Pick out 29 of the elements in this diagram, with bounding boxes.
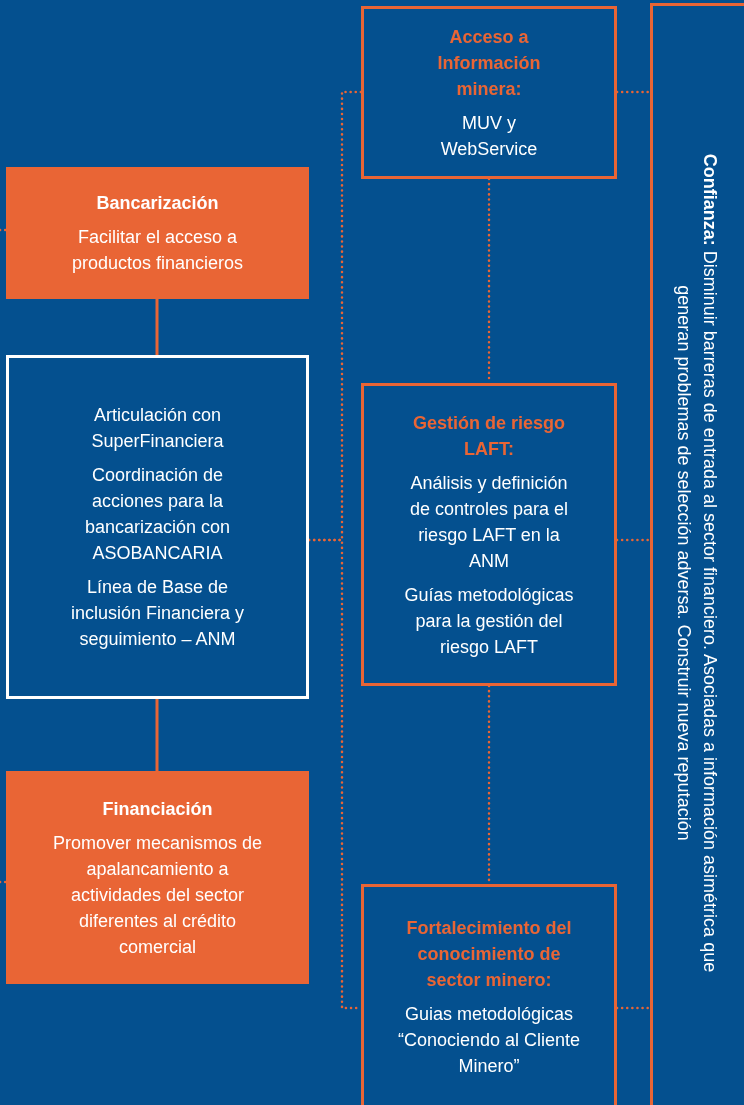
- box-heading: Gestión de riesgo LAFT:: [411, 411, 566, 461]
- box-text: Guias metodológicas “Conociendo al Cliente Minero”: [396, 1003, 582, 1078]
- panel-text: Confianza: Disminuir barreras de entrada al sector financiero. Asociadas a información asimétrica que generan problemas de selección adversa. Construir nueva reputación: [673, 152, 721, 975]
- box-text: Línea de Base de inclusión Financiera y seguimiento – ANM: [69, 576, 246, 651]
- box-text: Coordinación de acciones para la bancarización con ASOBANCARIA: [83, 464, 232, 565]
- dotted-connector: [0, 880, 8, 884]
- outlined-box: [6, 355, 309, 699]
- dotted-connector: [615, 90, 652, 94]
- box-text: Promover mecanismos de apalancamiento a actividades del sector diferentes al crédito comercial: [51, 831, 264, 959]
- box-text: Facilitar el acceso a productos financieros: [70, 226, 245, 275]
- box-text: Análisis y definición de controles para el riesgo LAFT en la ANM: [408, 471, 570, 573]
- filled-box: [6, 167, 309, 299]
- box-text: Guías metodológicas para la gestión del riesgo LAFT: [403, 583, 575, 659]
- box-text: MUV y WebService: [439, 111, 539, 161]
- box-heading: Bancarización: [96, 192, 219, 215]
- connector-line: [155, 299, 159, 355]
- box-heading: Fortalecimiento del conocimiento de sector minero:: [405, 917, 573, 992]
- side-panel: [650, 3, 744, 1105]
- outlined-box: [361, 6, 617, 179]
- outlined-box: [361, 884, 617, 1105]
- dotted-connector: [0, 228, 8, 232]
- dotted-connector: [615, 1006, 652, 1010]
- filled-box: [6, 771, 309, 984]
- dotted-connector: [615, 538, 652, 542]
- box-heading: Financiación: [102, 797, 213, 821]
- outlined-box: [361, 383, 617, 686]
- box-text: Articulación con SuperFinanciera: [90, 404, 225, 453]
- box-heading: Acceso a Información minera:: [436, 25, 542, 101]
- connector-line: [155, 699, 159, 771]
